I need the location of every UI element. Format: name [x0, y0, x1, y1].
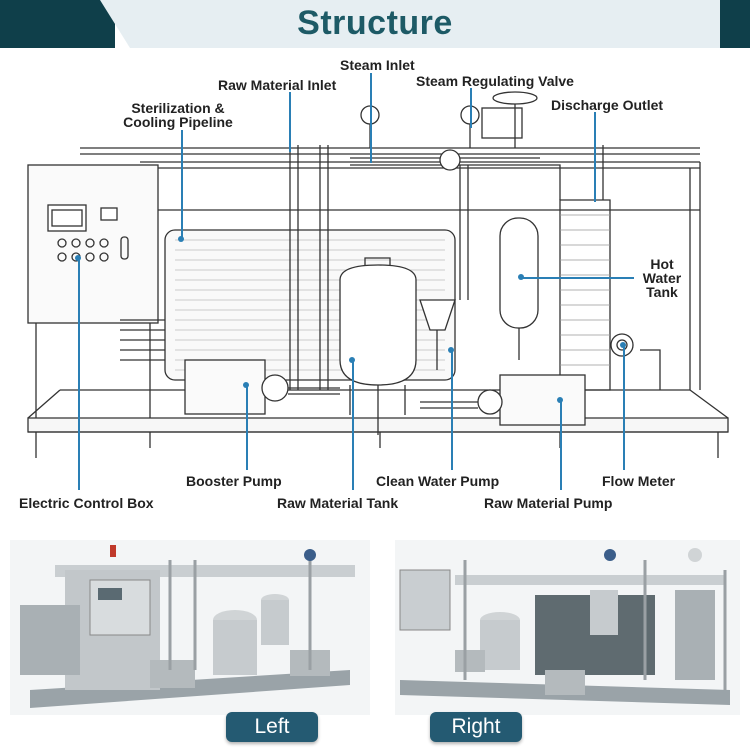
label-flow-meter: Flow Meter — [602, 473, 676, 489]
leader-hot-water-tank — [522, 277, 634, 279]
leader-dot — [178, 236, 184, 242]
right-view-button[interactable]: Right — [430, 712, 522, 742]
label-line: Sterilization & — [131, 100, 225, 116]
leader-dot — [75, 255, 81, 261]
label-hot-water-tank: Hot Water Tank — [634, 257, 690, 299]
leader-raw-material-tank — [352, 360, 354, 490]
label-raw-material-tank: Raw Material Tank — [277, 495, 399, 511]
leader-flow-meter — [623, 345, 625, 470]
leader-raw-material-inlet — [289, 92, 291, 152]
leader-clean-water-pump — [451, 350, 453, 470]
label-line: Water — [642, 270, 682, 286]
leader-raw-material-pump — [560, 400, 562, 490]
title-banner — [100, 0, 750, 48]
photo-left-view — [10, 540, 370, 715]
left-view-button[interactable]: Left — [226, 712, 318, 742]
leader-booster-pump — [246, 385, 248, 470]
leader-steam-regulating-valve — [470, 88, 472, 128]
leader-steam-inlet — [370, 73, 372, 163]
label-discharge-outlet: Discharge Outlet — [551, 97, 664, 113]
leader-dot — [243, 382, 249, 388]
machine-line-drawing — [27, 91, 729, 458]
banner-right-block — [720, 0, 750, 48]
leader-sterilization-pipeline — [181, 130, 183, 238]
leader-electric-control-box — [78, 258, 80, 490]
page-title: Structure — [297, 4, 453, 42]
label-line: Hot — [650, 256, 674, 272]
leader-dot — [620, 342, 626, 348]
label-sterilization-cooling-pipeline: Sterilization & Cooling Pipeline — [108, 101, 248, 129]
leader-discharge-outlet — [594, 112, 596, 202]
label-raw-material-inlet: Raw Material Inlet — [218, 77, 337, 93]
label-raw-material-pump: Raw Material Pump — [484, 495, 613, 511]
label-steam-inlet: Steam Inlet — [340, 57, 415, 73]
banner-left-block — [0, 0, 115, 48]
leader-dot — [557, 397, 563, 403]
leader-dot — [448, 347, 454, 353]
leader-dot — [349, 357, 355, 363]
label-line: Cooling Pipeline — [123, 114, 233, 130]
label-electric-control-box: Electric Control Box — [19, 495, 154, 511]
label-line: Tank — [646, 284, 678, 300]
label-booster-pump: Booster Pump — [186, 473, 282, 489]
photo-right-view — [395, 540, 740, 715]
leader-dot — [518, 274, 524, 280]
label-clean-water-pump: Clean Water Pump — [376, 473, 500, 489]
label-steam-regulating-valve: Steam Regulating Valve — [416, 73, 574, 89]
